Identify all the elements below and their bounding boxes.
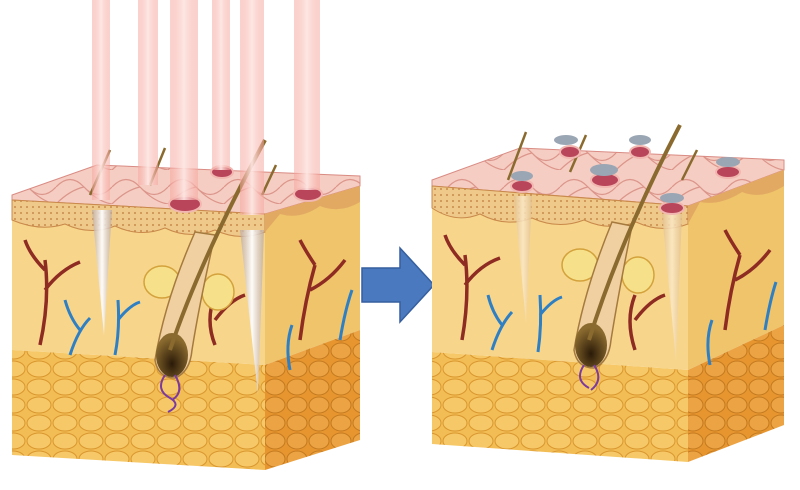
skin-block-after-treatment	[432, 125, 784, 462]
skin-spot	[660, 202, 684, 214]
fat-front-after	[432, 352, 688, 462]
skin-flake	[511, 171, 533, 181]
skin-flake	[590, 164, 618, 176]
laser-beam	[138, 0, 158, 185]
skin-spot	[560, 146, 580, 158]
skin-flake	[554, 135, 578, 145]
laser-beam	[240, 0, 264, 215]
skin-spot	[630, 146, 650, 158]
sebaceous-gland	[622, 257, 654, 293]
transition-arrow	[362, 248, 434, 322]
skin-spot	[511, 180, 533, 192]
laser-beam	[294, 0, 320, 190]
skin-spot	[716, 166, 740, 178]
skin-flake	[660, 193, 684, 203]
laser-beam	[170, 0, 198, 200]
laser-beam	[212, 0, 230, 170]
skin-flake	[629, 135, 651, 145]
skin-flake	[716, 157, 740, 167]
sebaceous-gland	[202, 274, 234, 310]
fat-front-before	[12, 350, 265, 470]
laser-beam	[92, 0, 110, 200]
skin-block-before-treatment	[12, 0, 360, 470]
